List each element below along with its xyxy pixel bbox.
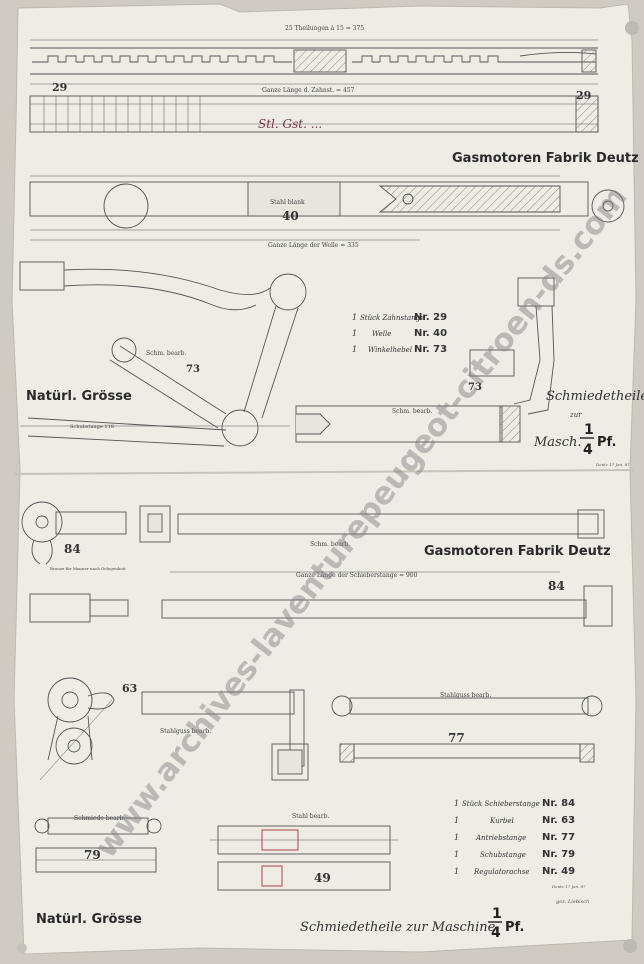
bottom-title: Schmiedetheile zur Maschine <box>300 920 496 935</box>
part-number-73b: 73 <box>468 382 482 393</box>
machine-suffix-top: Pf. <box>597 435 616 450</box>
part-number-84a: 84 <box>64 542 81 556</box>
steel-40-label: Stahl blank <box>270 199 305 206</box>
qty: 1 <box>454 799 459 808</box>
item-no: Nr. 49 <box>542 866 575 877</box>
parts-list-bottom-row: 1 Stück Schieberstange Nr. 84 <box>454 798 575 809</box>
forged-84-label: Schm. bearb. <box>310 541 351 548</box>
machine-prefix-top: Masch. <box>533 435 582 450</box>
qty: 1 <box>454 867 459 876</box>
scale-label-bottom: Natürl. Grösse <box>36 912 142 927</box>
factory-title-top: Gasmotoren Fabrik Deutz <box>452 151 639 166</box>
shaft-total-label: Ganze Länge der Welle = 335 <box>268 242 359 249</box>
pin-hole <box>625 21 639 35</box>
rack-total-label: Ganze Länge d. Zahnst. = 457 <box>262 87 355 94</box>
parts-list-bottom-row: 1 Regulatorachse Nr. 49 <box>454 866 575 877</box>
shaft-40-drawing <box>29 175 625 241</box>
qty: 1 <box>454 833 459 842</box>
machine-num-top: 1 <box>584 422 594 438</box>
item-name: Kurbel <box>489 817 514 825</box>
parts-list-top-row: 1 Welle Nr. 40 <box>352 328 447 339</box>
pin-hole <box>623 939 637 953</box>
parts-list-top-row: 1 Winkelhebel Nr. 73 <box>352 344 447 355</box>
part-number-49: 49 <box>314 871 331 885</box>
part-number-73a: 73 <box>186 364 200 375</box>
forged-79-label: Schmiede bearb. <box>74 815 125 822</box>
rack-29-drawing <box>29 39 599 133</box>
parts-list-bottom-row: 1 Antriebstange Nr. 77 <box>454 832 575 843</box>
part-number-77: 77 <box>448 731 465 745</box>
title-block-top: Schmiedetheile zur Masch. 1 4 Pf. Deutz … <box>533 389 644 467</box>
machine-den-top: 4 <box>583 442 593 458</box>
steel-cast-77-label: Stahlguss bearb. <box>440 692 491 699</box>
part-number-29b: 29 <box>576 89 591 102</box>
part-number-40: 40 <box>282 209 299 223</box>
pin-note-label: Bronze für Manner nach Gelegenheit <box>50 566 126 571</box>
steel-49-label: Stahl bearb. <box>292 813 329 820</box>
part-number-29a: 29 <box>52 81 67 94</box>
item-no: Nr. 29 <box>414 312 447 323</box>
pushrod-84-drawing <box>21 501 613 627</box>
forged-73-label: Schm. bearb. <box>146 350 187 357</box>
parts-list-top: 1 Stück Zahnstange Nr. 29 1 Welle Nr. 40… <box>352 312 447 355</box>
parts-list-bottom-row: 1 Kurbel Nr. 63 <box>454 815 575 826</box>
parts-sub-top: zur <box>569 411 582 419</box>
item-name: Stück Schieberstange <box>462 800 540 808</box>
machine-suffix-bottom: Pf. <box>505 920 524 935</box>
signature: gez. Liebisch <box>556 899 589 905</box>
steel-cast-63-label: Stahlguss bearb. <box>160 728 211 735</box>
rack-length-label: 25 Theilungen à 15 = 375 <box>285 25 364 32</box>
item-no: Nr. 63 <box>542 815 575 826</box>
parts-list-bottom: 1 Stück Schieberstange Nr. 84 1 Kurbel N… <box>454 798 589 905</box>
forged-73b-label: Schm. bearb. <box>392 408 433 415</box>
parts-list-bottom-row: 1 Schubstange Nr. 79 <box>454 849 575 860</box>
item-name: Welle <box>372 330 391 338</box>
factory-title-bottom: Gasmotoren Fabrik Deutz <box>424 544 611 559</box>
title-block-bottom: Schmiedetheile zur Maschine 1 4 Pf. <box>300 906 524 941</box>
connecting-rod-label: Schubstange 118 <box>70 424 114 430</box>
part-number-79: 79 <box>84 848 101 862</box>
parts-list-top-row: 1 Stück Zahnstange Nr. 29 <box>352 312 447 323</box>
item-name: Stück Zahnstange <box>360 314 424 322</box>
item-no: Nr. 40 <box>414 328 447 339</box>
item-no: Nr. 73 <box>414 344 447 355</box>
item-name: Antriebstange <box>475 834 526 842</box>
part-number-84b: 84 <box>548 579 565 593</box>
machine-den-bottom: 4 <box>491 925 501 941</box>
qty: 1 <box>454 850 459 859</box>
qty: 1 <box>352 345 357 354</box>
rod-79-drawing <box>34 817 162 873</box>
machine-num-bottom: 1 <box>492 906 502 922</box>
parts-title-top: Schmiedetheile <box>546 389 644 404</box>
item-no: Nr. 79 <box>542 849 575 860</box>
scale-label-top: Natürl. Grösse <box>26 389 132 404</box>
pin-hole <box>17 943 27 953</box>
item-name: Schubstange <box>480 851 526 859</box>
item-no: Nr. 84 <box>542 798 575 809</box>
push-rod-total-label: Ganze Länge der Schieberstange = 900 <box>296 572 418 579</box>
lever-73-drawing <box>19 261 307 447</box>
lever-73-side-drawing <box>295 277 555 443</box>
qty: 1 <box>352 313 357 322</box>
paper <box>11 3 637 955</box>
date-bottom: Deutz 17 Jan. 87 <box>551 884 586 889</box>
signature-note: Stl. Gst. ... <box>258 117 322 131</box>
item-name: Winkelhebel <box>368 346 412 354</box>
date-top: Deutz 17 Jan. 87 <box>595 462 630 467</box>
crank-63-drawing <box>39 677 309 781</box>
part-number-63: 63 <box>122 682 137 695</box>
qty: 1 <box>454 816 459 825</box>
item-no: Nr. 77 <box>542 832 575 843</box>
driverod-77-drawing <box>331 695 603 763</box>
axle-49-drawing <box>210 825 398 891</box>
fold-line <box>13 469 635 475</box>
qty: 1 <box>352 329 357 338</box>
item-name: Regulatorachse <box>473 868 530 876</box>
